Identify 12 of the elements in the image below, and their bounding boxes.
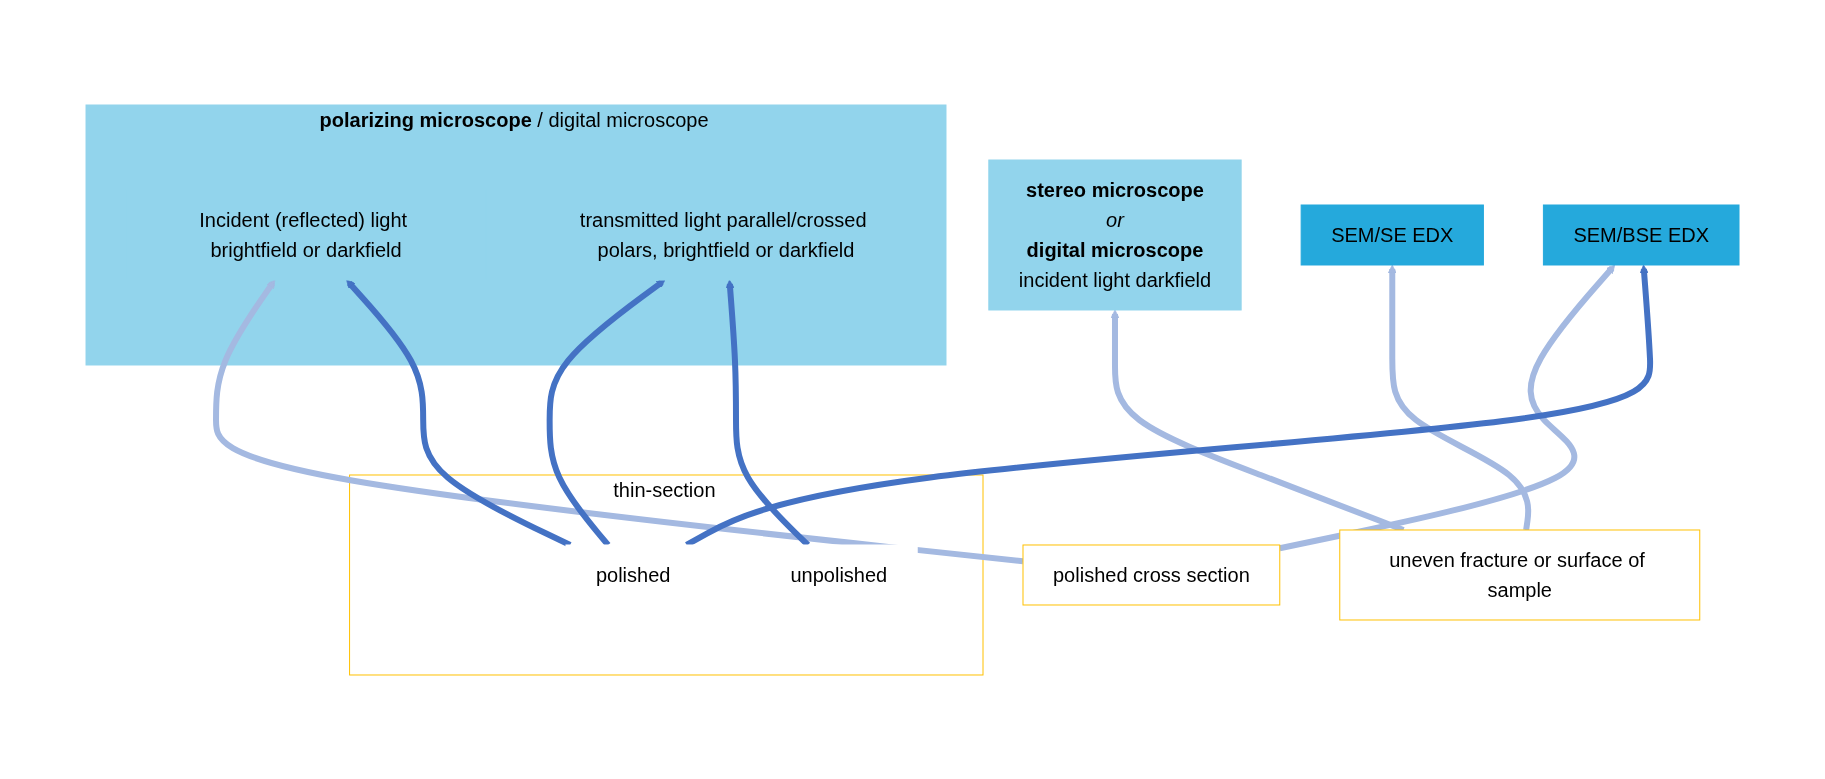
node-box: stereo microscope or digital microscope incident light darkfield — [988, 159, 1242, 310]
arrow — [1279, 264, 1616, 551]
arrow — [213, 279, 1024, 564]
node-box: SEM/SE EDX — [1300, 204, 1484, 265]
node-box: uneven fracture or surface of sample — [1339, 529, 1701, 620]
node-text: Incident (reflected) light brightfield or darkfield — [199, 208, 408, 261]
node-box: polished cross section — [1022, 544, 1281, 605]
arrow — [346, 279, 572, 548]
node-text: polished — [595, 563, 671, 586]
arrow — [1387, 264, 1532, 530]
node-text: transmitted light parallel/crossed polars, brightfield or darkfield — [579, 208, 867, 261]
node-box: SEM/BSE EDX — [1542, 204, 1740, 265]
